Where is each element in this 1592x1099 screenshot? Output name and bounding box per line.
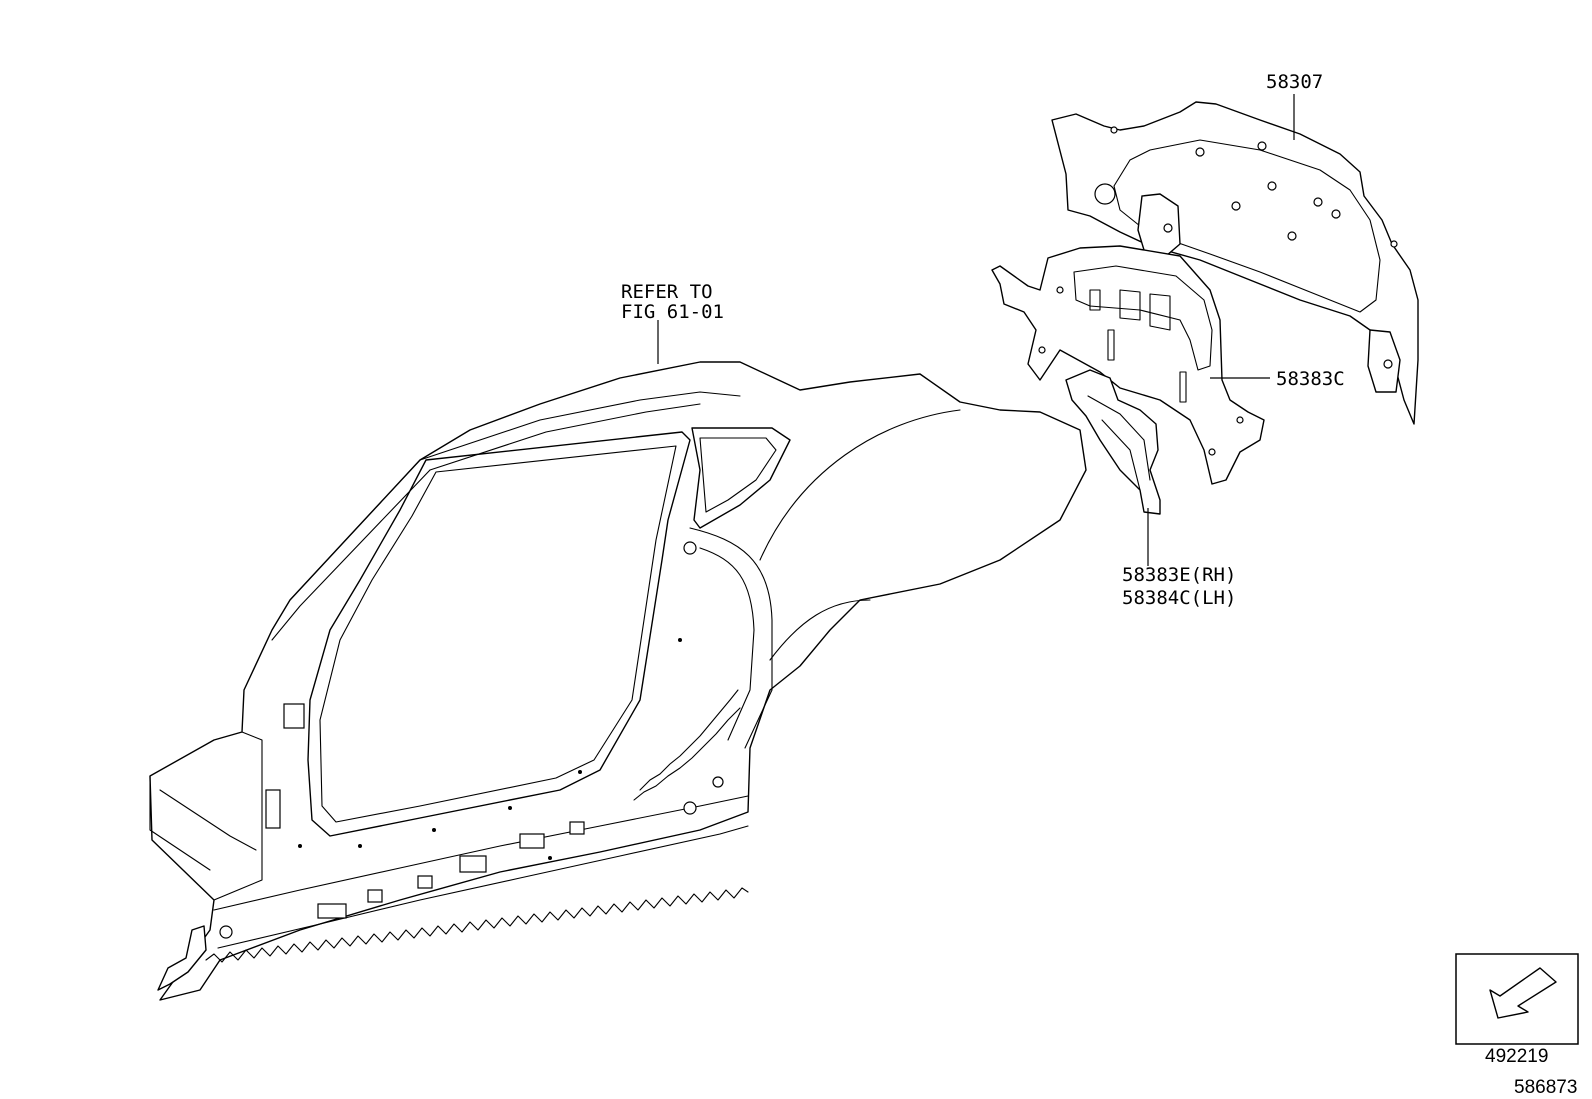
rocker-flange-teeth [205, 887, 749, 963]
refer-label-line2: FIG 61-01 [621, 301, 724, 323]
side-panel-details [157, 541, 741, 991]
figure-id: 586873 [1514, 1077, 1577, 1098]
side-body-outer-panel [149, 361, 1087, 1001]
orientation-arrow-box [1455, 953, 1579, 1045]
leader-lines [657, 94, 1295, 566]
part-58383e-58384c-bracket [1065, 369, 1161, 515]
part-58383c-cross-member [991, 245, 1265, 485]
part-number-58384c-lh: 58384C(LH) [1122, 587, 1236, 609]
part-number-58383c: 58383C [1276, 368, 1345, 390]
refer-label-line1: REFER TO [621, 281, 713, 303]
part-58307-rear-panel [1051, 101, 1419, 425]
part-number-58383e-rh: 58383E(RH) [1122, 564, 1236, 586]
arrow-box-code: 492219 [1485, 1046, 1548, 1067]
part-number-58307: 58307 [1266, 71, 1323, 93]
front-direction-arrow-icon [1489, 967, 1557, 1019]
